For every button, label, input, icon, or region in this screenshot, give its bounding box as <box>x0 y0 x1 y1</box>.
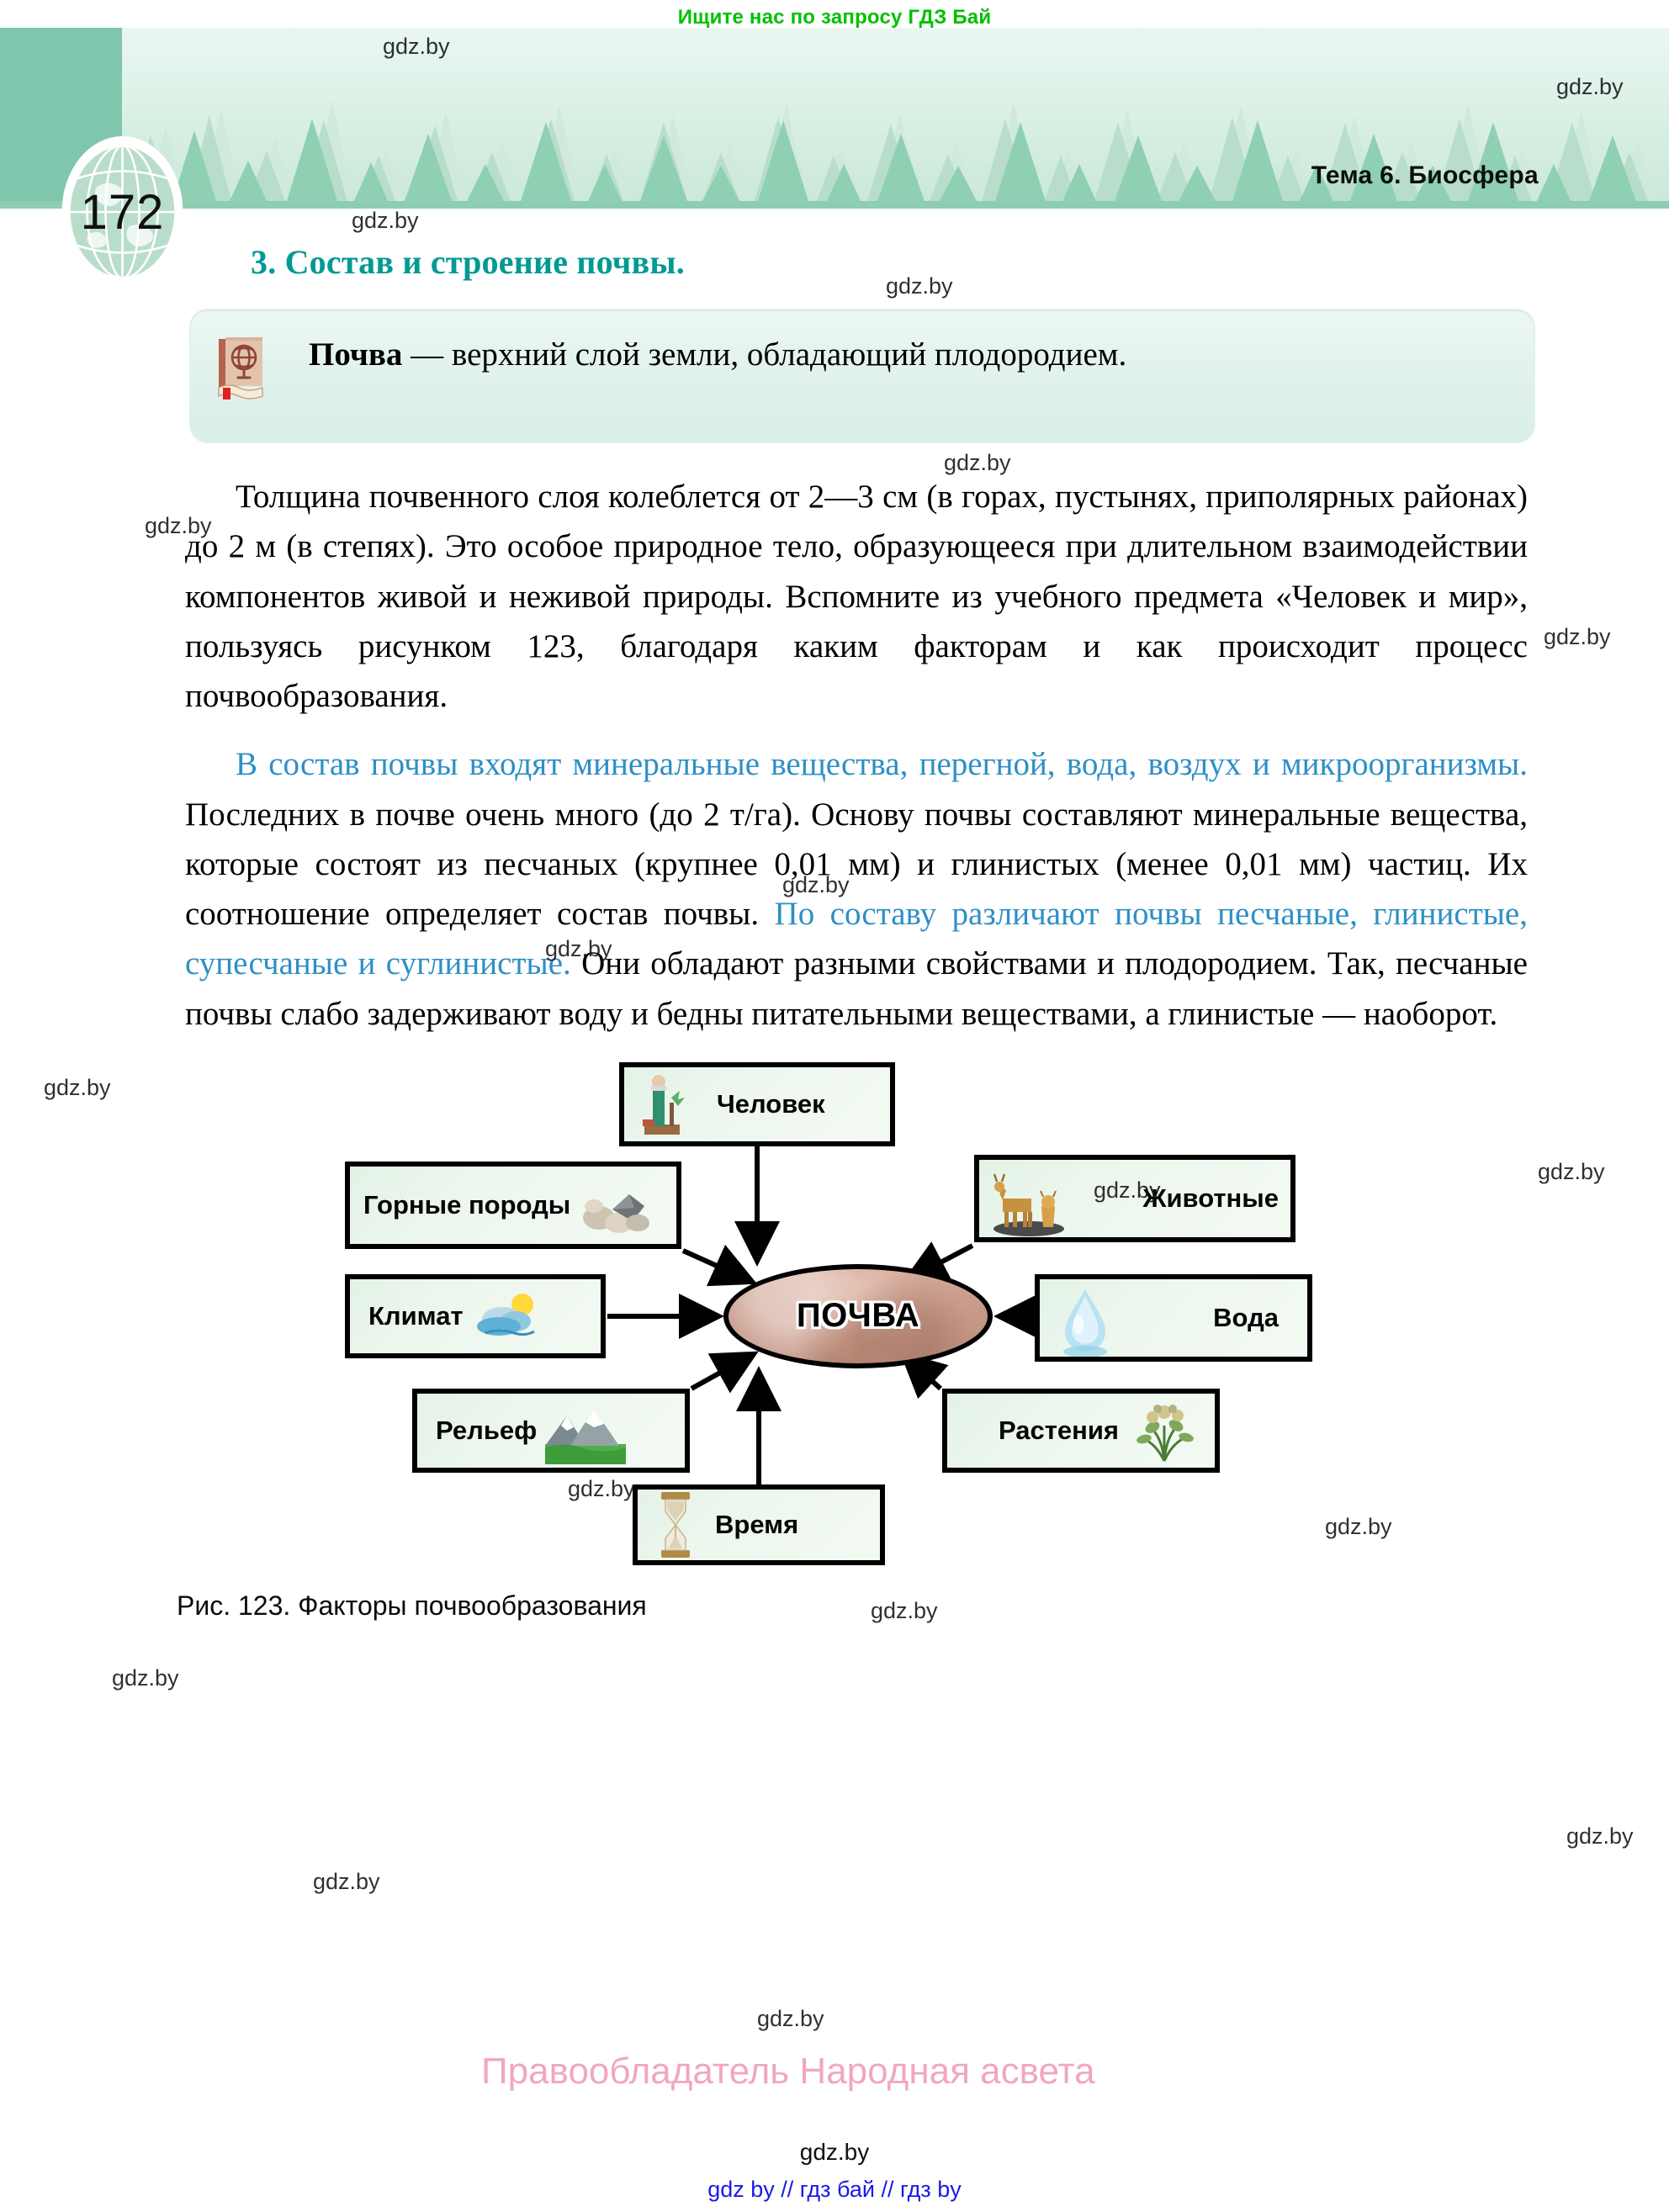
header-banner: Тема 6. Биосфера <box>0 28 1669 209</box>
header-baseline <box>0 201 1669 209</box>
center-node-label: ПОЧВА <box>796 1297 920 1335</box>
node-zhivotnye-label: Животные <box>1142 1183 1279 1213</box>
definition-term: Почва <box>309 336 403 373</box>
watermark-gdz: gdz.by <box>313 1869 380 1894</box>
node-vremya[interactable]: Время <box>633 1484 885 1565</box>
node-relief[interactable]: Рельеф <box>412 1388 690 1473</box>
node-chelovek[interactable]: Человек <box>619 1061 895 1146</box>
node-voda-label: Вода <box>1213 1302 1279 1332</box>
node-voda[interactable]: Вода <box>1035 1273 1312 1362</box>
center-node-pochva[interactable]: ПОЧВА <box>723 1263 993 1368</box>
hourglass-icon <box>661 1491 690 1558</box>
globe-icon <box>61 136 183 288</box>
watermark-gdz: gdz.by <box>112 1665 179 1691</box>
plant-icon <box>1137 1404 1194 1462</box>
forest-illustration <box>122 28 1669 209</box>
watermark-gdz: gdz.by <box>1566 1823 1634 1849</box>
weather-cloud-sun-icon <box>476 1293 535 1336</box>
definition-body: — верхний слой земли, обладающий плодоро… <box>402 336 1127 373</box>
node-klimat[interactable]: Климат <box>345 1273 606 1358</box>
mountains-icon <box>545 1408 627 1464</box>
footer-links[interactable]: gdz by // гдз бай // гдз by <box>707 2177 962 2202</box>
node-zhivotnye[interactable]: Животные <box>974 1154 1295 1242</box>
node-relief-label: Рельеф <box>436 1415 538 1445</box>
figure-123: Человек Горные породы Климат <box>0 1054 1669 1575</box>
theme-title: Тема 6. Биосфера <box>1311 161 1539 189</box>
node-rasteniya-label: Растения <box>998 1415 1119 1445</box>
paragraph-1: Толщина почвенного слоя колеблется от 2—… <box>185 479 1528 715</box>
node-klimat-label: Климат <box>368 1300 464 1331</box>
paragraph-2: В состав почвы входят минеральные вещест… <box>185 739 1528 1039</box>
water-drop-icon <box>1063 1289 1107 1357</box>
page-content: 3. Состав и строение почвы. Почва — верх… <box>0 209 1669 1622</box>
node-vremya-label: Время <box>715 1509 799 1539</box>
copyright-watermark: Правообладатель Народная асвета <box>481 2051 1095 2092</box>
figure-caption: Рис. 123. Факторы почвообразования <box>177 1590 647 1621</box>
watermark-gdz: gdz.by <box>757 2006 824 2031</box>
section-heading: 3. Состав и строение почвы. <box>251 243 685 281</box>
animals-icon <box>993 1173 1064 1236</box>
promo-bar: Ищите нас по запросу ГДЗ Бай <box>0 0 1669 35</box>
forest-trees-icon <box>122 28 1669 209</box>
node-gornye-porody[interactable]: Горные породы <box>345 1161 681 1249</box>
promo-text: Ищите нас по запросу ГДЗ Бай <box>677 6 992 29</box>
node-chelovek-label: Человек <box>717 1088 825 1119</box>
definition-text: Почва — верхний слой земли, обладающий п… <box>309 332 1508 378</box>
highlight-soil-types: По составу различают почвы песчаные, гли… <box>185 896 1528 982</box>
highlight-composition: В состав почвы входят минеральные вещест… <box>236 746 1528 783</box>
definition-box: Почва — верхний слой земли, обладающий п… <box>189 309 1535 443</box>
paragraph-2-middle: Последних в почве очень много (до 2 т/га… <box>185 796 1528 933</box>
node-rasteniya[interactable]: Растения <box>942 1388 1220 1473</box>
rocks-icon <box>583 1193 650 1233</box>
book-globe-icon <box>218 337 263 400</box>
paragraph-2-end: Они обладают разными свойствами и плодор… <box>185 945 1528 1032</box>
node-gornye-porody-label: Горные породы <box>363 1189 571 1220</box>
person-icon <box>643 1074 685 1135</box>
footer-site: gdz.by <box>799 2139 870 2165</box>
page-number: 172 <box>80 184 165 240</box>
soil-factors-diagram: Человек Горные породы Климат <box>336 1054 1346 1565</box>
